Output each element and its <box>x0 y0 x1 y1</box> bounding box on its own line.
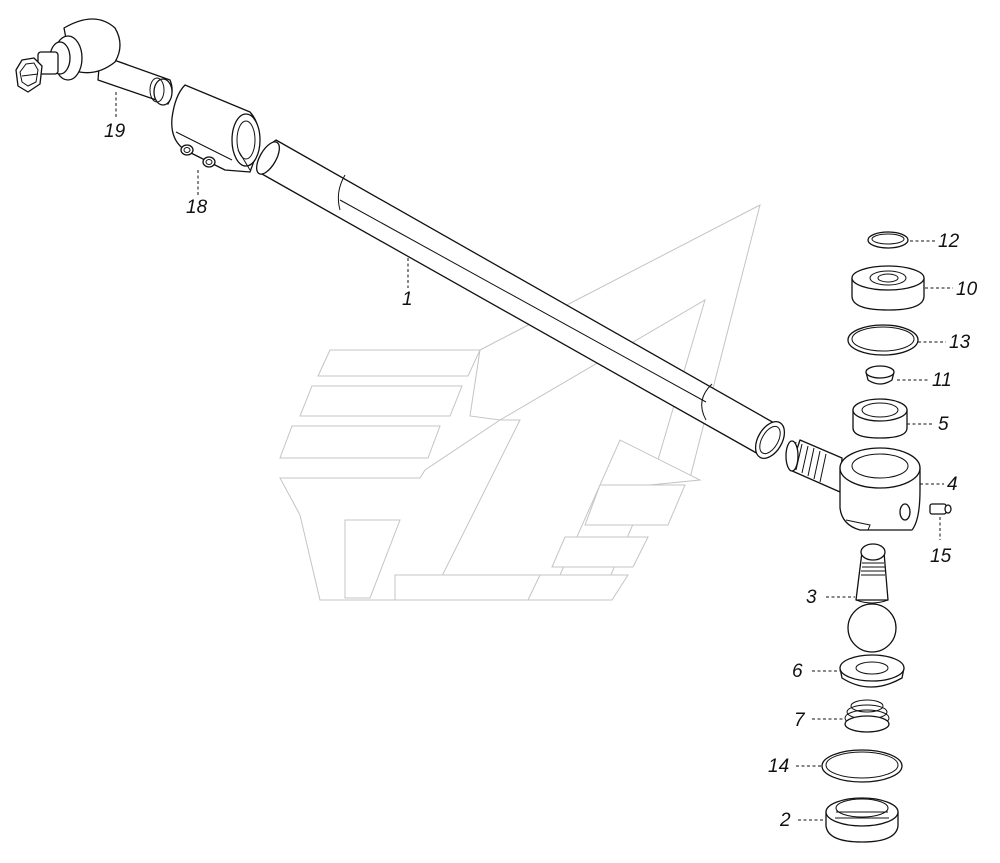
callout-19: 19 <box>104 121 126 142</box>
part-10-cover <box>851 265 925 311</box>
part-3-ball-pin <box>847 543 897 653</box>
part-15-grease-fitting <box>929 503 952 515</box>
part-14-gasket <box>821 749 903 783</box>
part-6-lower-bushing <box>839 654 905 688</box>
callout-1: 1 <box>402 289 413 310</box>
part-1-tube <box>255 139 786 459</box>
callout-14: 14 <box>768 756 790 777</box>
part-18-clamp <box>171 84 261 173</box>
leader-lines <box>115 92 953 821</box>
callout-13: 13 <box>949 332 971 353</box>
part-5-bushing <box>852 398 908 439</box>
callout-18: 18 <box>186 197 208 218</box>
callout-11: 11 <box>932 370 952 391</box>
part-7-spring <box>844 699 890 733</box>
callout-12: 12 <box>938 231 960 252</box>
part-4-housing <box>785 439 921 531</box>
callout-7: 7 <box>794 710 805 731</box>
callout-4: 4 <box>947 474 958 495</box>
part-2-plug <box>825 797 899 843</box>
callout-10: 10 <box>956 279 978 300</box>
part-11-seal <box>865 365 895 385</box>
part-12-snap-ring <box>867 231 909 249</box>
callout-15: 15 <box>930 546 952 567</box>
part-13-o-ring <box>847 324 919 356</box>
callout-3: 3 <box>806 587 817 608</box>
callout-5: 5 <box>938 414 949 435</box>
part-19-tie-rod-end <box>15 18 173 106</box>
callout-6: 6 <box>792 661 803 682</box>
callout-2: 2 <box>780 810 791 831</box>
